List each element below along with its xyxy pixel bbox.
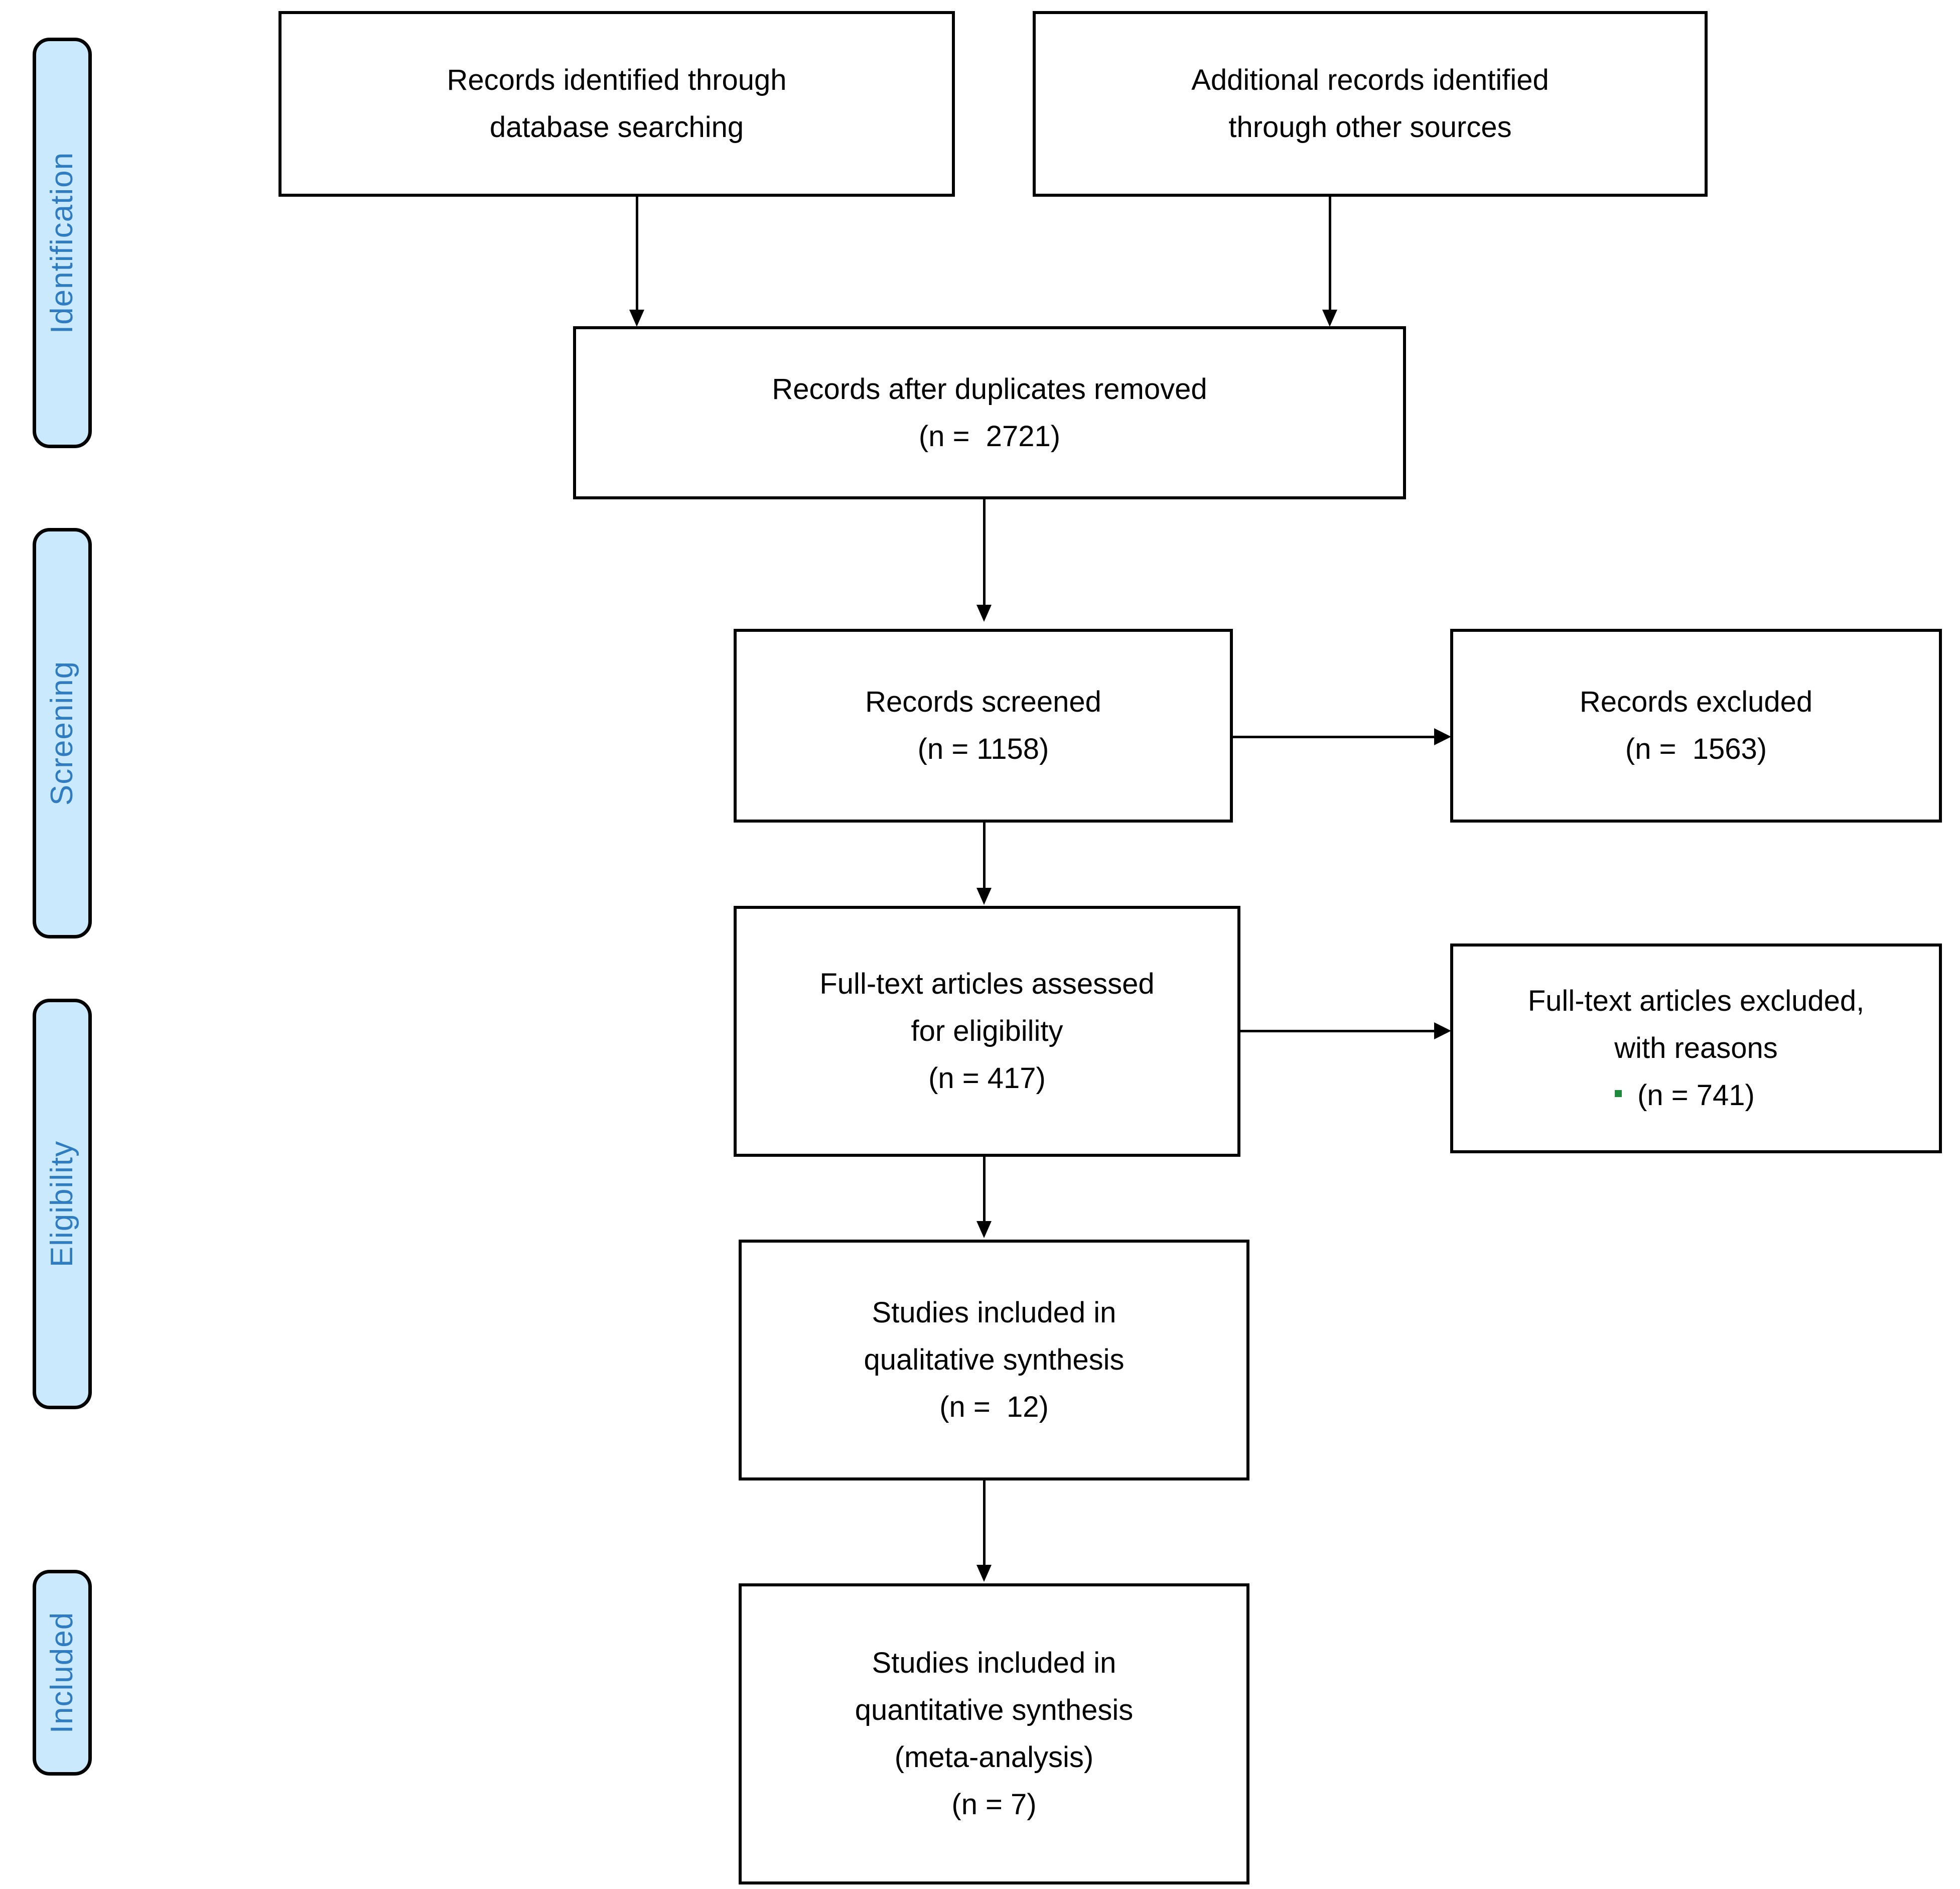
- connector-screened-to-fulltext: [983, 823, 986, 888]
- phase-pill-eligibility: Eligibility: [33, 999, 92, 1409]
- connector-fulltext-to-fulltext-excluded: [1240, 1030, 1435, 1032]
- connector-qualitative-to-quantitative: [983, 1480, 986, 1565]
- box-additional-records-other-sources: Additional records identified through ot…: [1033, 11, 1708, 197]
- box-line-2: with reasons: [1614, 1032, 1778, 1065]
- phase-label-screening: Screening: [45, 660, 79, 806]
- arrowhead-fulltext-to-fulltext-excluded: [1434, 1022, 1451, 1039]
- box-fulltext-articles-assessed: Full-text articles assessed for eligibil…: [734, 906, 1240, 1157]
- box-line-1: Records after duplicates removed: [772, 372, 1207, 406]
- connector-duplicates-to-screened: [983, 499, 986, 605]
- box-line-2: through other sources: [1228, 111, 1512, 144]
- arrowhead-fulltext-to-qualitative: [976, 1221, 992, 1238]
- phase-label-included: Included: [45, 1611, 80, 1734]
- box-line-1: Full-text articles excluded,: [1527, 985, 1865, 1018]
- box-line-1: Additional records identified: [1191, 64, 1549, 97]
- box-line-2: for eligibility: [911, 1015, 1063, 1048]
- box-line-1: Records identified through: [447, 64, 787, 97]
- box-line-3: (meta-analysis): [894, 1741, 1094, 1774]
- box-records-excluded: Records excluded (n = 1563): [1450, 629, 1942, 823]
- box-line-3: (n = 12): [939, 1390, 1049, 1423]
- arrowhead-screened-to-excluded: [1434, 728, 1451, 745]
- arrowhead-database-to-duplicates: [629, 310, 644, 327]
- box-studies-quantitative-synthesis: Studies included in quantitative synthes…: [739, 1583, 1249, 1884]
- box-line-4: (n = 7): [951, 1788, 1037, 1821]
- box-line-1: Records screened: [865, 686, 1101, 719]
- phase-label-eligibility: Eligibility: [45, 1140, 80, 1268]
- phase-label-identification: Identification: [45, 152, 79, 334]
- box-line-3: (n = 417): [928, 1061, 1046, 1095]
- arrowhead-other-sources-to-duplicates: [1322, 310, 1337, 327]
- arrowhead-qualitative-to-quantitative: [976, 1565, 992, 1582]
- arrowhead-screened-to-fulltext: [976, 888, 992, 905]
- connector-database-to-duplicates: [636, 197, 638, 310]
- box-line-1: Full-text articles assessed: [819, 968, 1155, 1001]
- arrowhead-duplicates-to-screened: [976, 605, 992, 622]
- phase-pill-screening: Screening: [33, 528, 92, 938]
- box-line-2: (n = 1563): [1625, 733, 1767, 765]
- box-line-2: qualitative synthesis: [864, 1343, 1125, 1377]
- phase-pill-identification: Identification: [33, 38, 92, 448]
- box-line-2: database searching: [489, 111, 744, 144]
- box-line-2: (n = 1158): [917, 733, 1049, 765]
- box-records-identified-database: Records identified through database sear…: [278, 11, 955, 197]
- phase-pill-included: Included: [33, 1570, 92, 1776]
- connector-fulltext-to-qualitative: [983, 1157, 986, 1221]
- box-line-1: Studies included in: [872, 1647, 1116, 1680]
- box-studies-qualitative-synthesis: Studies included in qualitative synthesi…: [739, 1240, 1249, 1480]
- box-line-1: Records excluded: [1579, 686, 1813, 719]
- box-fulltext-articles-excluded: Full-text articles excluded, with reason…: [1450, 943, 1942, 1153]
- box-line-2: (n = 2721): [918, 420, 1061, 453]
- box-line-3: (n = 741): [1637, 1078, 1755, 1112]
- box-line-1: Studies included in: [872, 1296, 1116, 1329]
- box-records-screened: Records screened (n = 1158): [734, 629, 1233, 823]
- spellcheck-tick-icon: [1615, 1090, 1622, 1097]
- box-records-after-duplicates-removed: Records after duplicates removed (n = 27…: [573, 326, 1406, 499]
- box-line-2: quantitative synthesis: [855, 1694, 1134, 1727]
- connector-other-sources-to-duplicates: [1329, 197, 1331, 310]
- connector-screened-to-excluded: [1233, 736, 1435, 738]
